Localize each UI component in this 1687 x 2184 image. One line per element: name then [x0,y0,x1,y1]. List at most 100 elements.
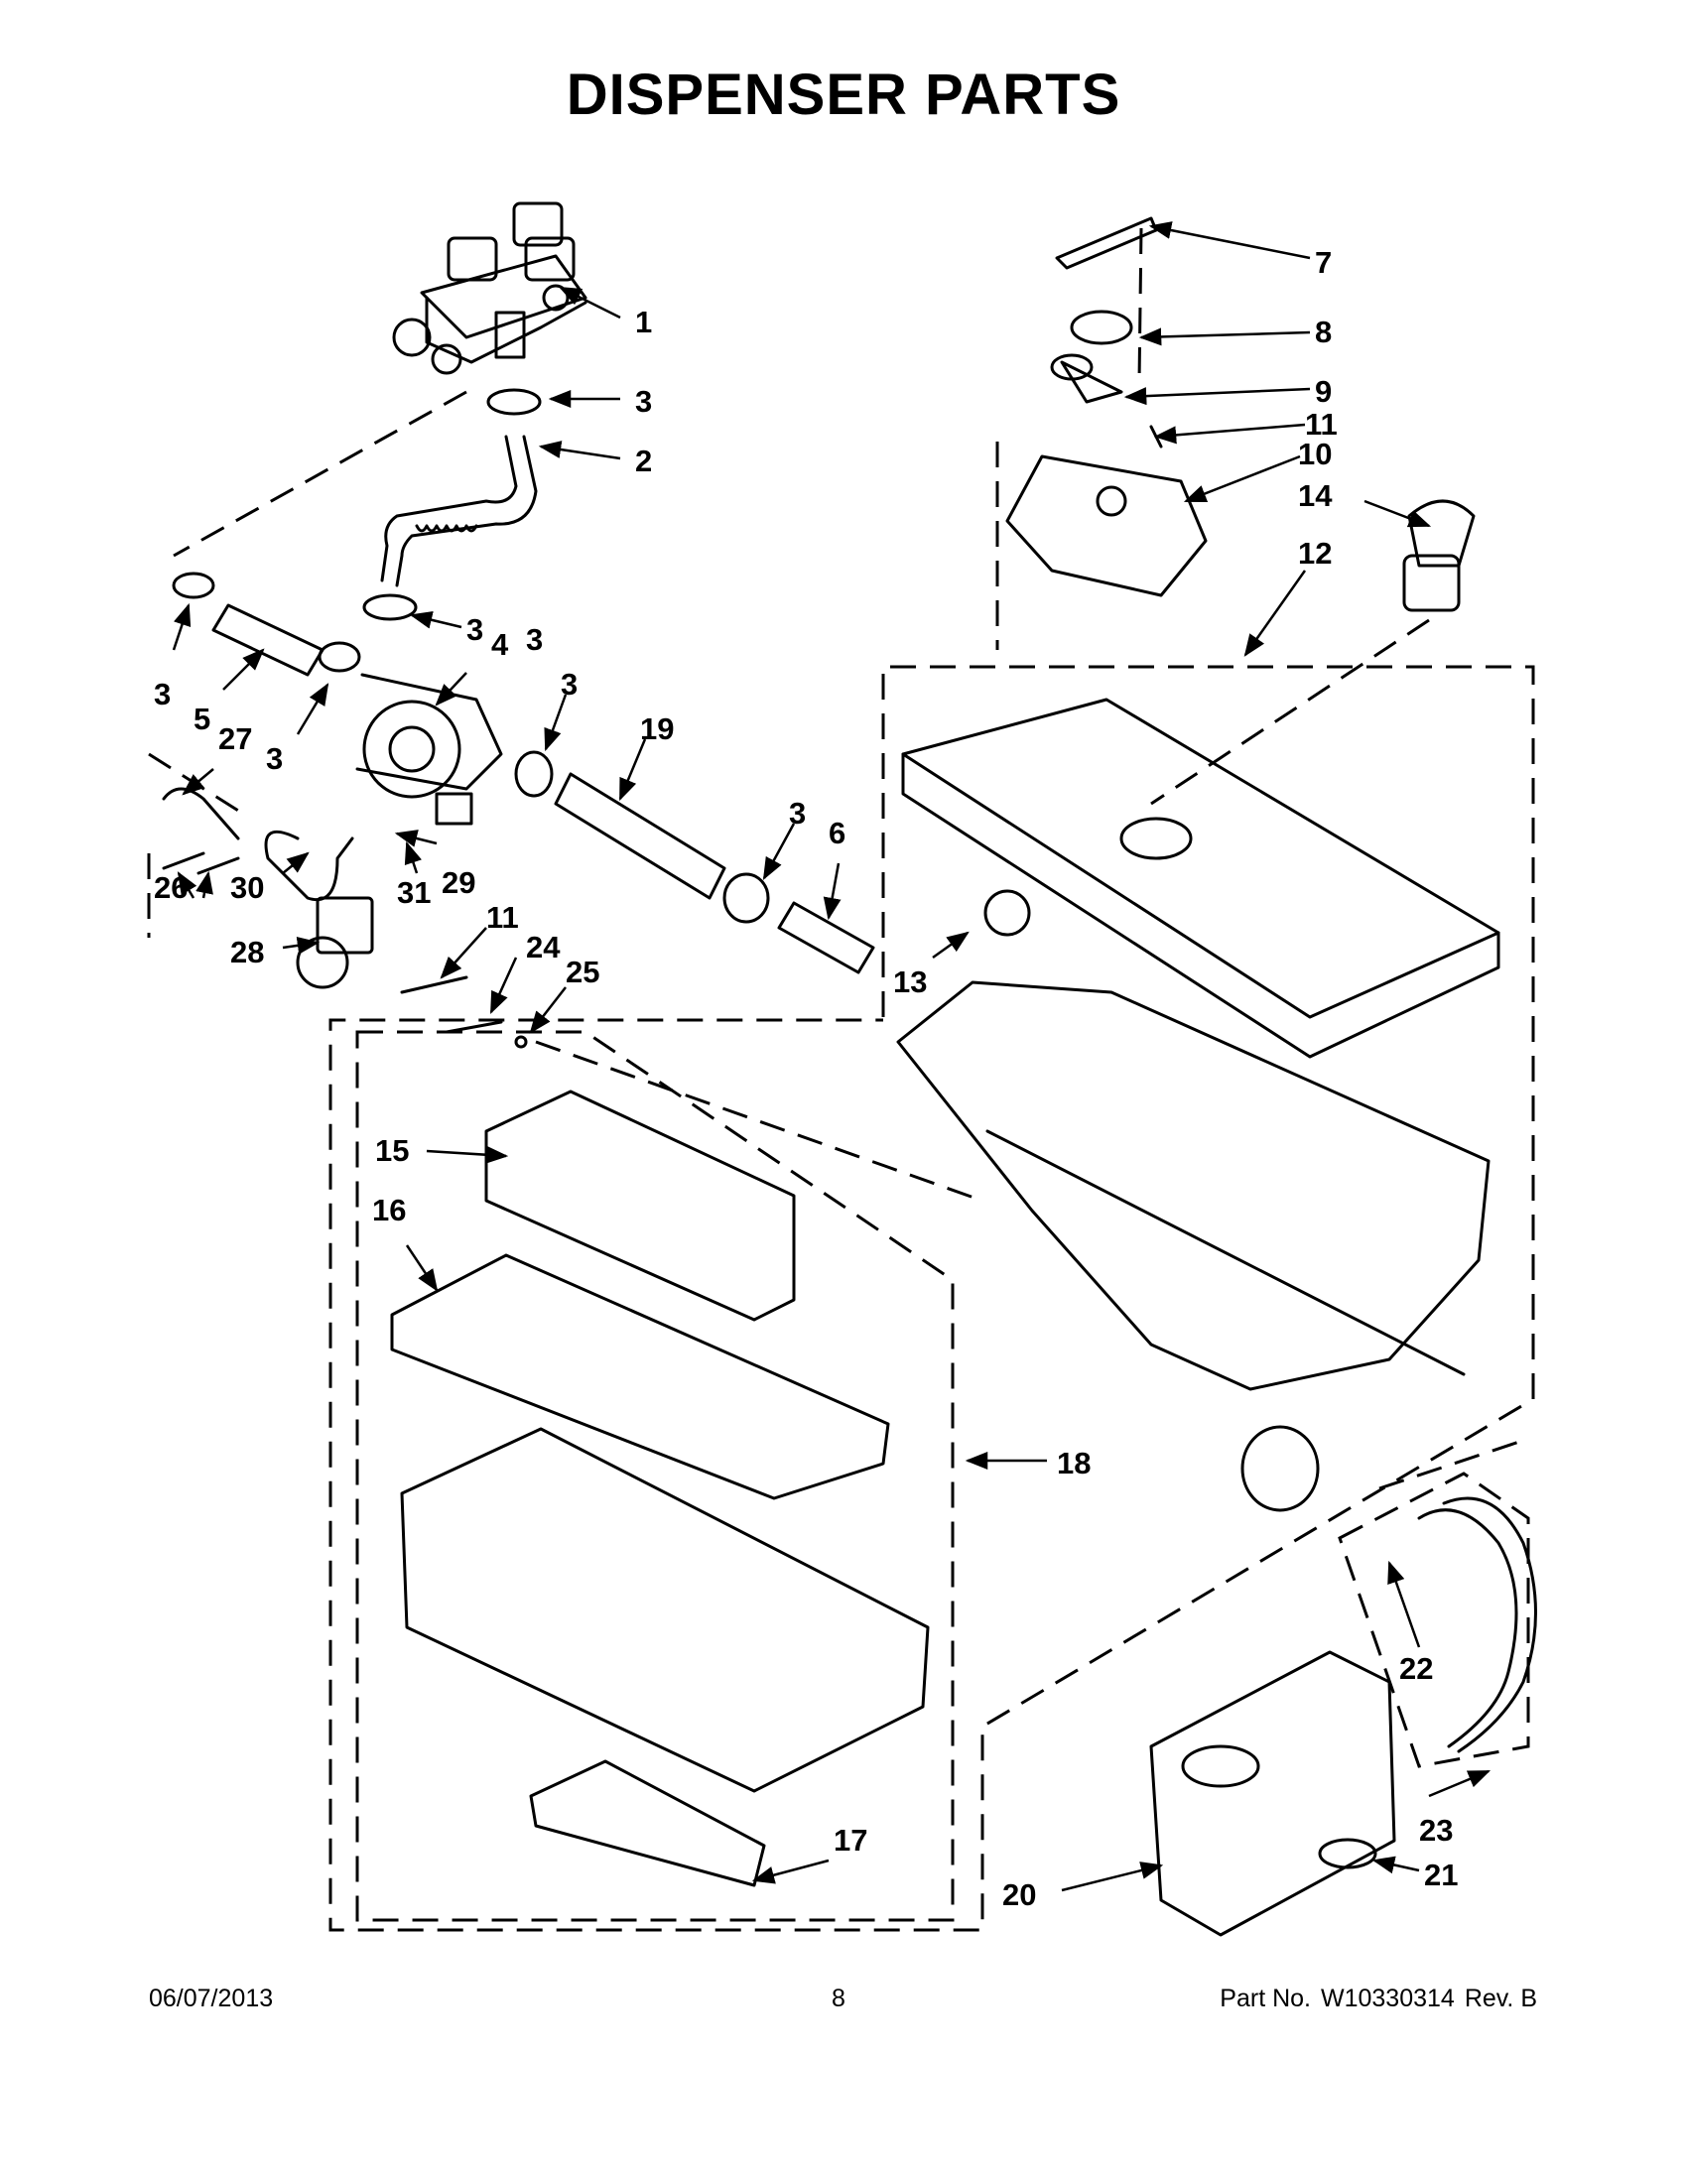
callout-14: 14 [1298,478,1333,513]
leader-25 [529,986,567,1034]
leader-5 [222,648,265,691]
callout-2: 2 [635,444,652,478]
drawer-front-panel [1149,1650,1396,1937]
callout-31: 31 [397,875,431,910]
callout-28: 28 [230,935,264,969]
dispenser-housing-assembly [896,698,1500,1512]
leader-24 [489,957,518,1015]
callout-3: 3 [789,796,806,831]
callout-12: 12 [1298,536,1332,571]
leader-26b [195,870,213,899]
leader-21 [1371,1856,1420,1874]
callout-15: 15 [375,1133,409,1168]
bellows-assembly-boundary [1338,1472,1530,1768]
callout-17: 17 [834,1823,867,1858]
leader-13 [932,931,970,960]
leader-3d [296,683,329,735]
leader-15 [426,1145,509,1164]
leader-12 [1243,570,1307,657]
connector-line-5 [1137,227,1143,383]
callout-11: 11 [1305,407,1338,442]
callout-9: 9 [1315,374,1332,409]
water-valve-part [392,201,587,375]
callout-8: 8 [1315,315,1332,349]
callout-3: 3 [635,384,652,419]
leader-22 [1387,1560,1421,1648]
callout-3: 3 [266,741,283,776]
leader-9 [1123,387,1311,406]
callout-21: 21 [1424,1858,1458,1892]
hose-connector-part [777,901,875,974]
connector-line-1 [173,390,467,558]
leader-23 [1428,1769,1492,1798]
leader-3c [172,602,192,651]
callout-19: 19 [640,711,674,746]
callout-22: 22 [1399,1651,1433,1686]
leader-19 [618,738,647,802]
callout-26: 26 [154,870,188,905]
callout-3: 3 [154,677,171,711]
callout-10: 10 [1298,437,1332,471]
callout-3: 3 [561,667,578,702]
page-title: DISPENSER PARTS [566,63,1121,127]
callout-25: 25 [566,955,599,989]
small-hoses-parts [162,787,374,989]
leader-6 [823,862,842,921]
footer-date: 06/07/2013 [149,1985,274,2012]
footer-revision: Rev. B [1464,1985,1537,2012]
callout-13: 13 [893,964,927,999]
bellows-hose-part [1417,1496,1537,1753]
inlet-hose-part [380,435,538,587]
callout-5: 5 [194,702,210,736]
leader-29 [394,830,438,847]
leader-31 [404,840,422,874]
callout-18: 18 [1057,1446,1091,1480]
leader-3b [409,610,462,629]
leader-2 [538,441,621,460]
dispenser-drawer-assembly [390,1090,930,1887]
callout-4: 4 [491,627,509,662]
leader-1 [558,286,621,320]
leader-26a [177,871,197,899]
callout-23: 23 [1419,1813,1453,1848]
leader-16 [405,1244,439,1292]
callout-30: 30 [230,870,264,905]
leader-27 [182,768,214,796]
leader-10 [1183,454,1301,503]
long-hose-part [554,772,726,900]
leader-20 [1061,1862,1164,1892]
leader-30 [282,851,310,874]
leader-14 [1363,499,1432,528]
callout-7: 7 [1315,245,1332,280]
siphon-break-part [355,673,503,826]
leader-8 [1138,327,1311,346]
callout-24: 24 [526,930,561,964]
leader-17 [751,1859,830,1884]
screws-parts [162,851,528,1049]
connector-line-6 [1150,618,1430,806]
leader-11b [1153,423,1306,445]
leader-11a [440,927,487,979]
footer-page-number: 8 [832,1985,845,2012]
footer-part-label: Part No. [1220,1985,1311,2012]
callout-27: 27 [218,721,252,756]
leader-4 [435,672,467,707]
callout-1: 1 [635,305,652,339]
leader-3e [544,694,568,752]
callout-3: 3 [466,612,483,647]
callout-6: 6 [829,816,845,850]
dispenser-motor-assembly [1005,216,1476,612]
leader-28 [282,936,321,955]
leader-3f [762,823,796,880]
callout-16: 16 [372,1193,406,1227]
housing-assembly-boundary [328,665,1535,1932]
callout-20: 20 [1002,1877,1036,1912]
callout-11: 11 [486,900,519,935]
connector-line-8 [1378,1437,1529,1490]
callout-29: 29 [442,865,475,900]
short-hose-part [211,603,324,677]
callout-3: 3 [526,622,543,657]
leader-7 [1148,221,1311,260]
